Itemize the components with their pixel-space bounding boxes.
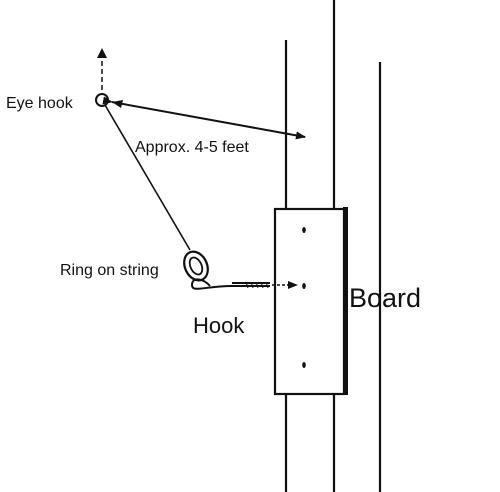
board-edge — [343, 207, 348, 395]
screw-hole-top — [302, 227, 306, 233]
eye-hook-label: Eye hook — [6, 95, 74, 112]
screw-hole-middle — [302, 283, 306, 289]
hook-label: Hook — [193, 313, 245, 338]
hook-direction-arrowhead — [288, 281, 298, 289]
board-label: Board — [349, 283, 421, 313]
eye-hook-icon — [95, 93, 109, 107]
distance-arrow — [102, 96, 306, 140]
distance-label: Approx. 4-5 feet — [135, 139, 249, 156]
up-arrow — [97, 48, 107, 90]
board-face — [273, 207, 346, 396]
ring-label: Ring on string — [60, 262, 159, 279]
distance-arrow-left-head — [112, 100, 123, 108]
string — [104, 104, 191, 251]
screw-hole-bottom — [302, 362, 306, 368]
board — [273, 207, 348, 396]
screw-hook-icon — [190, 278, 270, 290]
